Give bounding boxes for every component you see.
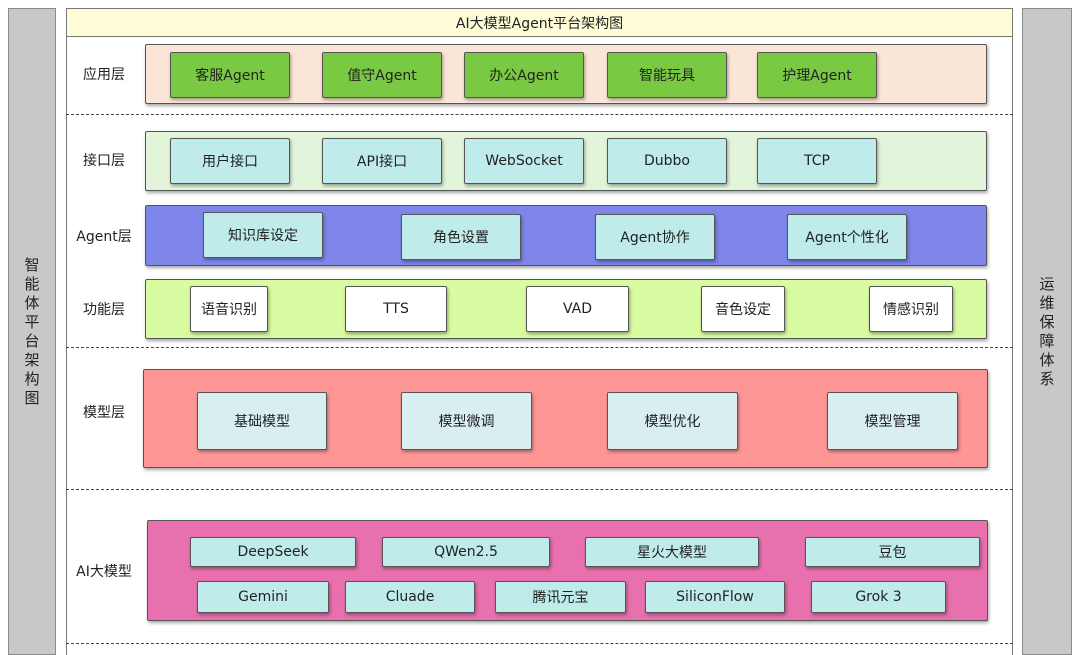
llm-item[interactable]: Grok 3 xyxy=(811,581,946,613)
interface-item[interactable]: Dubbo xyxy=(607,138,727,184)
model-item[interactable]: 模型管理 xyxy=(827,392,958,450)
function-item[interactable]: VAD xyxy=(526,286,629,332)
model-item[interactable]: 模型微调 xyxy=(401,392,532,450)
llm-item[interactable]: 腾讯元宝 xyxy=(495,581,626,613)
interface-item[interactable]: API接口 xyxy=(322,138,442,184)
separator-app-interface xyxy=(66,114,1013,115)
left-side-char: 图 xyxy=(24,388,40,407)
separator-function-model xyxy=(66,347,1013,348)
llm-item[interactable]: 豆包 xyxy=(805,537,980,567)
function-item[interactable]: 情感识别 xyxy=(869,286,953,332)
separator-bottom xyxy=(66,643,1013,644)
layer-label-model: 模型层 xyxy=(83,405,125,421)
llm-item[interactable]: 星火大模型 xyxy=(585,537,759,567)
layer-label-interface: 接口层 xyxy=(83,153,125,169)
app-item[interactable]: 护理Agent xyxy=(757,52,877,98)
left-side-char: 能 xyxy=(24,274,40,293)
interface-item[interactable]: TCP xyxy=(757,138,877,184)
layer-label-function: 功能层 xyxy=(83,302,125,318)
agent-item[interactable]: 角色设置 xyxy=(401,214,521,260)
llm-item[interactable]: Cluade xyxy=(345,581,475,613)
llm-item[interactable]: QWen2.5 xyxy=(382,537,550,567)
ops-assurance-side-bar: 运维保障体系 xyxy=(1022,8,1072,655)
left-side-char: 构 xyxy=(24,369,40,388)
layer-label-agent: Agent层 xyxy=(76,229,132,245)
interface-item[interactable]: WebSocket xyxy=(464,138,584,184)
app-item[interactable]: 办公Agent xyxy=(464,52,584,98)
app-item[interactable]: 值守Agent xyxy=(322,52,442,98)
agent-item[interactable]: Agent协作 xyxy=(595,214,715,260)
agent-item[interactable]: Agent个性化 xyxy=(787,214,907,260)
function-item[interactable]: 音色设定 xyxy=(701,286,785,332)
app-item[interactable]: 智能玩具 xyxy=(607,52,727,98)
main-frame xyxy=(66,8,1013,655)
agent-item[interactable]: 知识库设定 xyxy=(203,212,323,258)
left-side-char: 体 xyxy=(24,293,40,312)
llm-item[interactable]: Gemini xyxy=(197,581,329,613)
left-side-char: 智 xyxy=(24,255,40,274)
left-side-text: 智能体平台架构图 xyxy=(24,256,39,408)
app-item[interactable]: 客服Agent xyxy=(170,52,290,98)
separator-model-llm xyxy=(66,489,1013,490)
left-side-char: 架 xyxy=(24,350,40,369)
right-side-char: 保 xyxy=(1039,312,1055,331)
right-side-char: 障 xyxy=(1039,331,1055,350)
left-side-char: 平 xyxy=(24,312,40,331)
function-item[interactable]: 语音识别 xyxy=(190,286,268,332)
right-side-char: 运 xyxy=(1039,274,1055,293)
left-side-char: 台 xyxy=(24,331,40,350)
llm-item[interactable]: SiliconFlow xyxy=(645,581,785,613)
function-item[interactable]: TTS xyxy=(345,286,447,332)
right-side-char: 维 xyxy=(1039,293,1055,312)
right-side-char: 系 xyxy=(1039,369,1055,388)
model-item[interactable]: 模型优化 xyxy=(607,392,738,450)
llm-item[interactable]: DeepSeek xyxy=(190,537,356,567)
platform-architecture-side-bar: 智能体平台架构图 xyxy=(8,8,56,655)
interface-item[interactable]: 用户接口 xyxy=(170,138,290,184)
right-side-char: 体 xyxy=(1039,350,1055,369)
model-item[interactable]: 基础模型 xyxy=(197,392,327,450)
layer-label-app: 应用层 xyxy=(83,67,125,83)
layer-label-llm: AI大模型 xyxy=(76,564,132,580)
right-side-text: 运维保障体系 xyxy=(1039,275,1054,389)
diagram-title: AI大模型Agent平台架构图 xyxy=(66,8,1013,37)
